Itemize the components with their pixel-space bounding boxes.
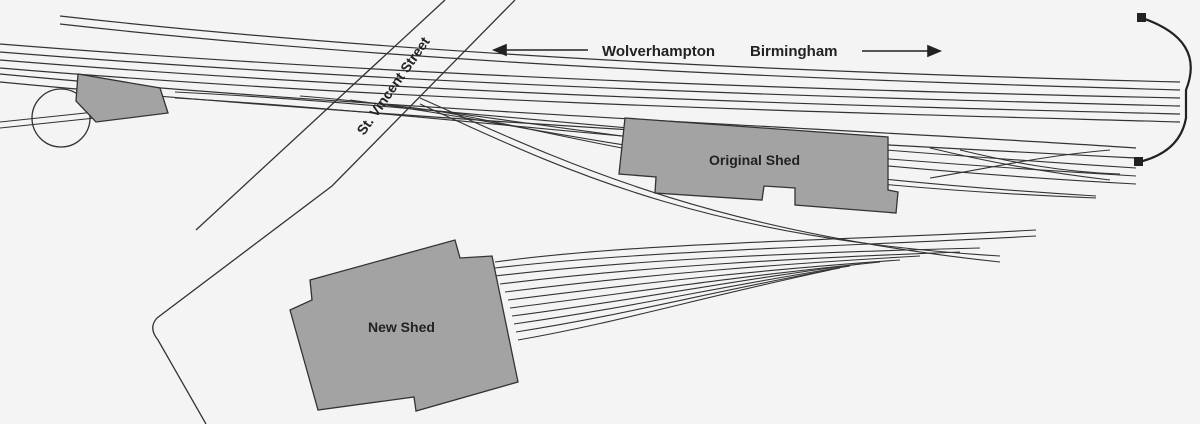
fan-track <box>515 267 841 333</box>
fan-track <box>504 255 921 293</box>
label-wolverhampton: Wolverhampton <box>602 43 715 60</box>
main-track <box>0 73 1137 149</box>
turntable <box>0 88 96 148</box>
label-birmingham: Birmingham <box>750 43 838 60</box>
fan-track <box>499 251 961 285</box>
fan-track <box>509 261 881 309</box>
crossover-track <box>959 149 1121 175</box>
label-street: St. Vincent Street <box>353 34 433 138</box>
fan-track <box>511 263 861 317</box>
fan-track <box>507 259 901 301</box>
main-track <box>59 15 1181 83</box>
curve-track <box>419 103 1001 257</box>
small-building <box>75 73 169 123</box>
label-new-shed: New Shed <box>368 319 435 335</box>
main-track <box>0 81 1137 159</box>
main-track <box>0 51 1181 107</box>
main-track <box>0 67 1181 123</box>
main-track <box>59 23 1181 91</box>
street-edge-west <box>195 0 446 231</box>
loop-end-marker <box>1134 157 1143 166</box>
main-track <box>0 43 1181 99</box>
main-track <box>0 59 1181 115</box>
main-line-tracks <box>0 15 1181 159</box>
loop-track <box>1134 13 1192 166</box>
fan-track <box>517 269 831 341</box>
fan-track <box>494 229 1037 263</box>
fan-track <box>494 247 981 277</box>
label-original-shed: Original Shed <box>709 152 800 168</box>
arrow-right-icon <box>927 44 943 58</box>
loop-end-marker <box>1137 13 1146 22</box>
turntable-track <box>0 111 96 123</box>
turntable-track <box>0 117 96 129</box>
loop-curve <box>1138 16 1192 164</box>
crossover-track <box>929 147 1111 181</box>
yard-track <box>174 91 1137 169</box>
fan-track <box>494 235 1037 269</box>
curve-track <box>419 97 1001 263</box>
original-shed <box>618 117 899 214</box>
street-edge-east <box>152 0 516 424</box>
fan-track <box>513 265 851 325</box>
arrow-left-icon <box>491 43 507 57</box>
yard-track <box>174 97 1137 177</box>
st-vincent-street <box>152 0 516 424</box>
new-shed <box>289 239 519 412</box>
new-shed-fan-tracks <box>494 229 1037 341</box>
direction-arrows <box>491 43 943 58</box>
